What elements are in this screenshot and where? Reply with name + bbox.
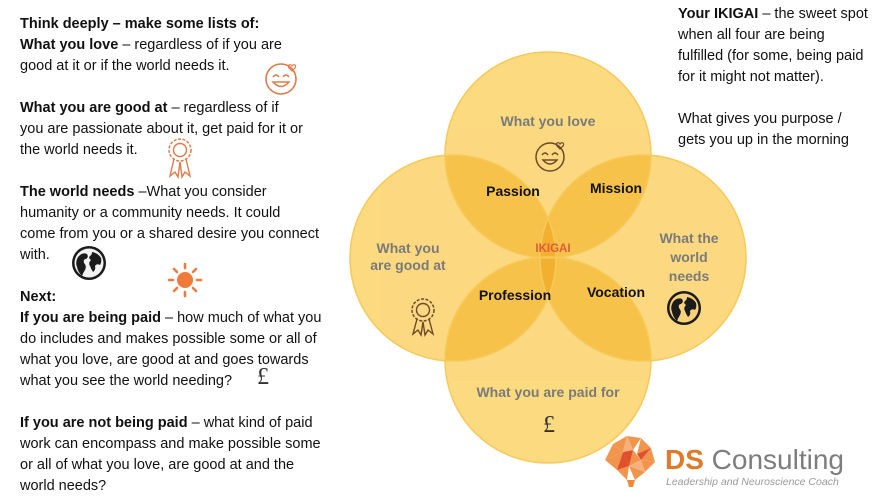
good-title: What you are good at [20, 100, 168, 116]
paid-text: – how much of what you [161, 310, 322, 326]
notpaid-text-3: or all of what you love, are good at and… [20, 457, 295, 473]
paid-text-4: what you see the world needing? [20, 373, 233, 389]
paid-text-3: what you love, are good at and goes towa… [20, 352, 309, 368]
label-what-you-love: What you love [501, 113, 596, 129]
good-text: – regardless of if [167, 100, 279, 116]
label-good-1: What you [377, 240, 440, 256]
love-title: What you love [20, 37, 119, 53]
next-heading: Next: [20, 289, 57, 305]
logo-subtitle: Leadership and Neuroscience Coach [666, 476, 839, 488]
label-passion: Passion [486, 183, 540, 199]
award-rosette-icon [411, 298, 435, 338]
needs-text-4: with. [20, 247, 50, 263]
intro-heading: Think deeply – make some lists of: [20, 16, 260, 32]
ikigai-text-5: What gives you purpose / [678, 111, 842, 127]
label-good-2: are good at [370, 257, 446, 273]
left-instructions: Think deeply – make some lists of: What … [20, 14, 355, 497]
smiley-love-icon [535, 142, 565, 172]
love-text: – regardless of if you are [118, 37, 282, 53]
logo-name: DS Consulting [665, 444, 844, 476]
sun-icon [167, 262, 203, 298]
paid-text-2: do includes and makes possible some or a… [20, 331, 317, 347]
paid-title: If you are being paid [20, 310, 161, 326]
award-rosette-icon [168, 138, 192, 180]
logo-consulting: Consulting [703, 444, 844, 475]
ikigai-text-3: fulfilled (for some, being paid [678, 48, 864, 64]
notpaid-text-4: world needs? [20, 478, 107, 494]
label-ikigai-center: IKIGAI [535, 243, 570, 255]
love-text-2: good at it or if the world needs it. [20, 58, 230, 74]
label-vocation: Vocation [587, 284, 645, 300]
globe-icon [667, 291, 701, 325]
notpaid-title: If you are not being paid [20, 415, 188, 431]
label-paid-for: What you are paid for [476, 384, 620, 400]
logo-ds: DS [665, 444, 704, 475]
needs-title: The world needs [20, 184, 135, 200]
ikigai-text-1: – the sweet spot [758, 6, 868, 22]
needs-text: –What you consider [134, 184, 267, 200]
ikigai-text-4: for it might not matter). [678, 69, 824, 85]
ikigai-text-6: gets you up in the morning [678, 132, 849, 148]
label-mission: Mission [590, 180, 642, 196]
good-text-3: the world needs it. [20, 142, 138, 158]
overlap-passion [445, 155, 556, 258]
brain-logo-icon [605, 436, 655, 487]
notpaid-text-2: work can encompass and make possible som… [20, 436, 321, 452]
ikigai-title: Your IKIGAI [678, 6, 759, 22]
good-text-2: you are passionate about it, get paid fo… [20, 121, 303, 137]
pound-icon: £ [257, 364, 269, 390]
label-needs-1: What the [659, 230, 718, 246]
ikigai-description: Your IKIGAI – the sweet spot when all fo… [678, 4, 888, 151]
needs-text-3: come from you or a shared desire you con… [20, 226, 320, 242]
overlap-mission [540, 155, 651, 258]
smiley-love-icon [265, 63, 297, 95]
pound-icon: £ [543, 412, 555, 438]
globe-icon [72, 246, 106, 280]
label-needs-2: world [669, 249, 707, 265]
notpaid-text: – what kind of paid [187, 415, 313, 431]
label-profession: Profession [479, 287, 551, 303]
label-needs-3: needs [669, 268, 710, 284]
ikigai-text-2: when all four are being [678, 27, 825, 43]
needs-text-2: humanity or a community needs. It could [20, 205, 281, 221]
